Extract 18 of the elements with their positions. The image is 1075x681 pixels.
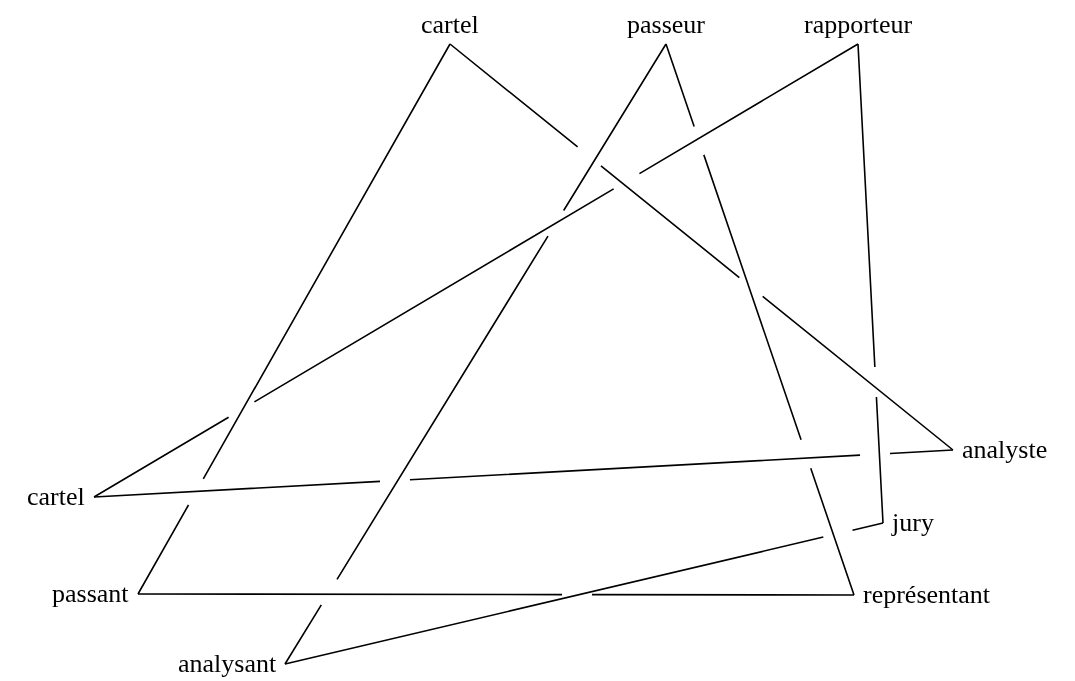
node-label: analysant: [178, 649, 277, 679]
connector-line: [665, 43, 855, 596]
connector-line: [137, 593, 855, 596]
node-label: cartel: [27, 482, 85, 512]
node-label: rapporteur: [804, 10, 913, 40]
node-label: représentant: [863, 580, 991, 610]
connector-line: [284, 43, 667, 665]
connector-line: [857, 43, 884, 524]
node-label: cartel: [421, 10, 479, 40]
connector-line: [93, 449, 954, 498]
connector-line: [284, 522, 884, 665]
connector-line: [449, 43, 954, 451]
node-label: passeur: [627, 10, 705, 40]
node-label: passant: [52, 579, 129, 609]
connector-line: [93, 43, 859, 498]
connector-line: [137, 43, 451, 595]
node-label: analyste: [962, 435, 1048, 465]
node-label: jury: [892, 508, 934, 538]
